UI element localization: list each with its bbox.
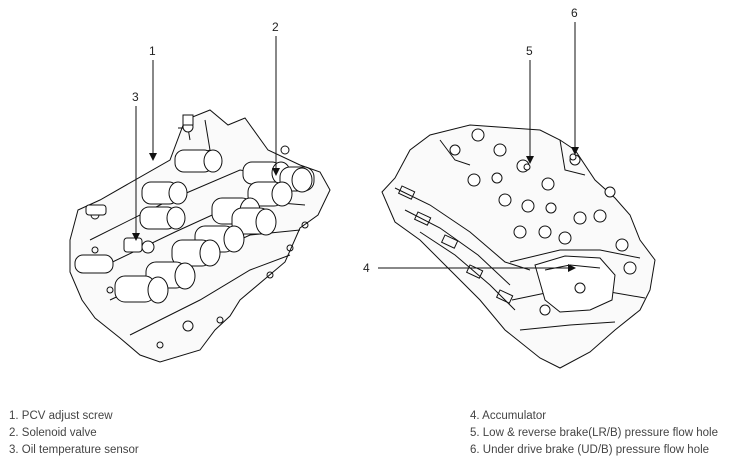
callout-2: 2 [272, 20, 279, 34]
callout-6: 6 [571, 6, 578, 20]
callout-1: 1 [149, 44, 156, 58]
legend-item-pcv-adjust-screw: 1. PCV adjust screw [9, 410, 113, 422]
legend-item-solenoid-valve: 2. Solenoid valve [9, 427, 97, 439]
solenoid-valve [174, 149, 223, 173]
pcv-adjust-screw [182, 114, 194, 133]
legend-item-oil-temperature-sensor: 3. Oil temperature sensor [9, 444, 139, 456]
solenoid-valve [194, 225, 245, 253]
callout-3: 3 [132, 90, 139, 104]
ud-brake-flow-hole [569, 153, 577, 161]
callout-5: 5 [526, 44, 533, 58]
solenoid-valve [139, 206, 186, 230]
legend-item-accumulator: 4. Accumulator [470, 410, 547, 422]
solenoid-valves [74, 114, 315, 304]
legend-right: 4. Accumulator 5. Low & reverse brake(LR… [470, 408, 718, 459]
valve-body-illustration [69, 22, 656, 369]
solenoid-valve [231, 207, 277, 236]
legend-item-lr-brake-flow-hole: 5. Low & reverse brake(LR/B) pressure fl… [470, 427, 718, 439]
legend-item-ud-brake-flow-hole: 6. Under drive brake (UD/B) pressure flo… [470, 444, 710, 456]
solenoid-valve [141, 181, 188, 205]
solenoid-valve [114, 275, 169, 304]
solenoid-valve [171, 239, 221, 267]
callout-4: 4 [363, 261, 370, 275]
bolt-heads [449, 128, 637, 316]
solenoid-valve [247, 181, 293, 207]
leader-lines [132, 22, 579, 272]
legend-left: 1. PCV adjust screw 2. Solenoid valve 3.… [9, 408, 139, 459]
lr-brake-flow-hole [523, 163, 531, 171]
oil-temperature-sensor [123, 237, 155, 254]
